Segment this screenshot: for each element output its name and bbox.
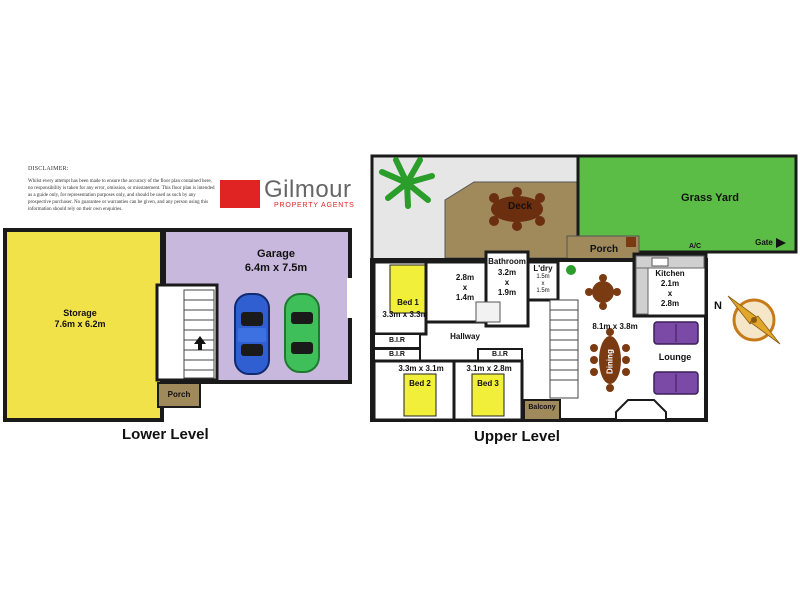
dining-label: Dining: [605, 349, 615, 374]
green-car-icon: [284, 293, 320, 373]
gate-arrow-icon: [776, 238, 786, 248]
kitchen-label: Kitchen: [655, 269, 685, 278]
laundry-label: L'dry: [533, 264, 553, 273]
lower-porch: [157, 382, 201, 408]
storage-label: Storage: [63, 308, 97, 318]
bir-bed2-label: B.I.R: [389, 351, 405, 358]
bed2-label: Bed 2: [409, 379, 431, 388]
deck-table-icon: [489, 187, 545, 231]
ac-label: A/C: [688, 243, 702, 250]
ensuite-height: 1.4m: [455, 293, 475, 302]
living-size: 8.1m x 3.8m: [592, 322, 638, 331]
laundry-height: 1.5m: [536, 288, 550, 294]
grass-yard-label: Grass Yard: [681, 192, 739, 204]
hallway-label: Hallway: [450, 332, 480, 341]
kitchen-width: 2.1m: [660, 279, 680, 288]
disclaimer-text: Whilst every attempt has been made to en…: [28, 179, 215, 212]
upper-stairs: [549, 299, 579, 399]
balcony-label: Balcony: [528, 404, 556, 411]
dining-table-icon: [590, 328, 630, 392]
kitchen-height: 2.8m: [660, 299, 680, 308]
garage-label: Garage: [257, 248, 295, 260]
garage-window: [347, 278, 352, 318]
laundry-x: x: [541, 281, 545, 287]
bathroom-width: 3.2m: [497, 268, 517, 277]
sofa-top-icon: [653, 321, 699, 345]
palm-tree-icon: [379, 157, 435, 209]
ensuite-width: 2.8m: [455, 273, 475, 282]
upper-level-title: Upper Level: [474, 428, 560, 445]
upper-porch-label: Porch: [589, 244, 619, 255]
brand-tagline: PROPERTY AGENTS: [274, 202, 355, 209]
gate-label: Gate: [755, 238, 773, 247]
lower-stairs: [183, 289, 215, 379]
bir-bed1-label: B.I.R: [389, 337, 405, 344]
bed1-bed: [389, 264, 427, 314]
bed2-size: 3.3m x 3.1m: [398, 364, 444, 373]
deck-label: Deck: [508, 201, 532, 212]
bed3-bed: [471, 373, 505, 417]
ensuite-x: x: [462, 283, 468, 292]
balcony-area: [523, 399, 561, 421]
brand-name: Gilmour: [264, 176, 352, 203]
lounge-label: Lounge: [658, 352, 692, 362]
sofa-bottom-icon: [653, 371, 699, 395]
laundry-width: 1.5m: [536, 274, 550, 280]
kitchen-x: x: [667, 289, 673, 298]
storage-size: 7.6m x 6.2m: [54, 319, 106, 329]
north-label: N: [714, 300, 722, 312]
bathroom-x: x: [504, 278, 510, 287]
bed3-size: 3.1m x 2.8m: [466, 364, 512, 373]
meals-table-icon: [585, 274, 621, 310]
bed3-label: Bed 3: [477, 379, 499, 388]
compass-icon: [727, 295, 781, 345]
bed1-label: Bed 1: [397, 298, 419, 307]
kitchen-bench-side: [635, 267, 649, 315]
kitchen-bench-top: [635, 255, 705, 269]
bed1-size: 3.3m x 3.3m: [382, 310, 428, 319]
sink-icon: [651, 257, 669, 267]
blue-car-icon: [234, 293, 270, 375]
bed2-bed: [403, 373, 437, 417]
lower-stair-arrow-icon: [194, 336, 206, 350]
storage-room: [3, 228, 164, 422]
disclaimer-title: DISCLAIMER:: [28, 166, 69, 172]
lower-porch-label: Porch: [167, 390, 191, 399]
lower-level-title: Lower Level: [122, 426, 209, 443]
plant-icon: [566, 265, 576, 275]
laundry-room: [526, 260, 560, 302]
brand-logo-mark: [220, 180, 260, 208]
pot-plant-icon: [626, 237, 636, 247]
garage-size: 6.4m x 7.5m: [244, 262, 308, 274]
shower-icon: [475, 301, 501, 323]
bir-bed3-label: B.I.R: [492, 351, 508, 358]
bathroom-label: Bathroom: [488, 257, 526, 266]
bay-window: [615, 399, 667, 421]
bathroom-height: 1.9m: [497, 288, 517, 297]
